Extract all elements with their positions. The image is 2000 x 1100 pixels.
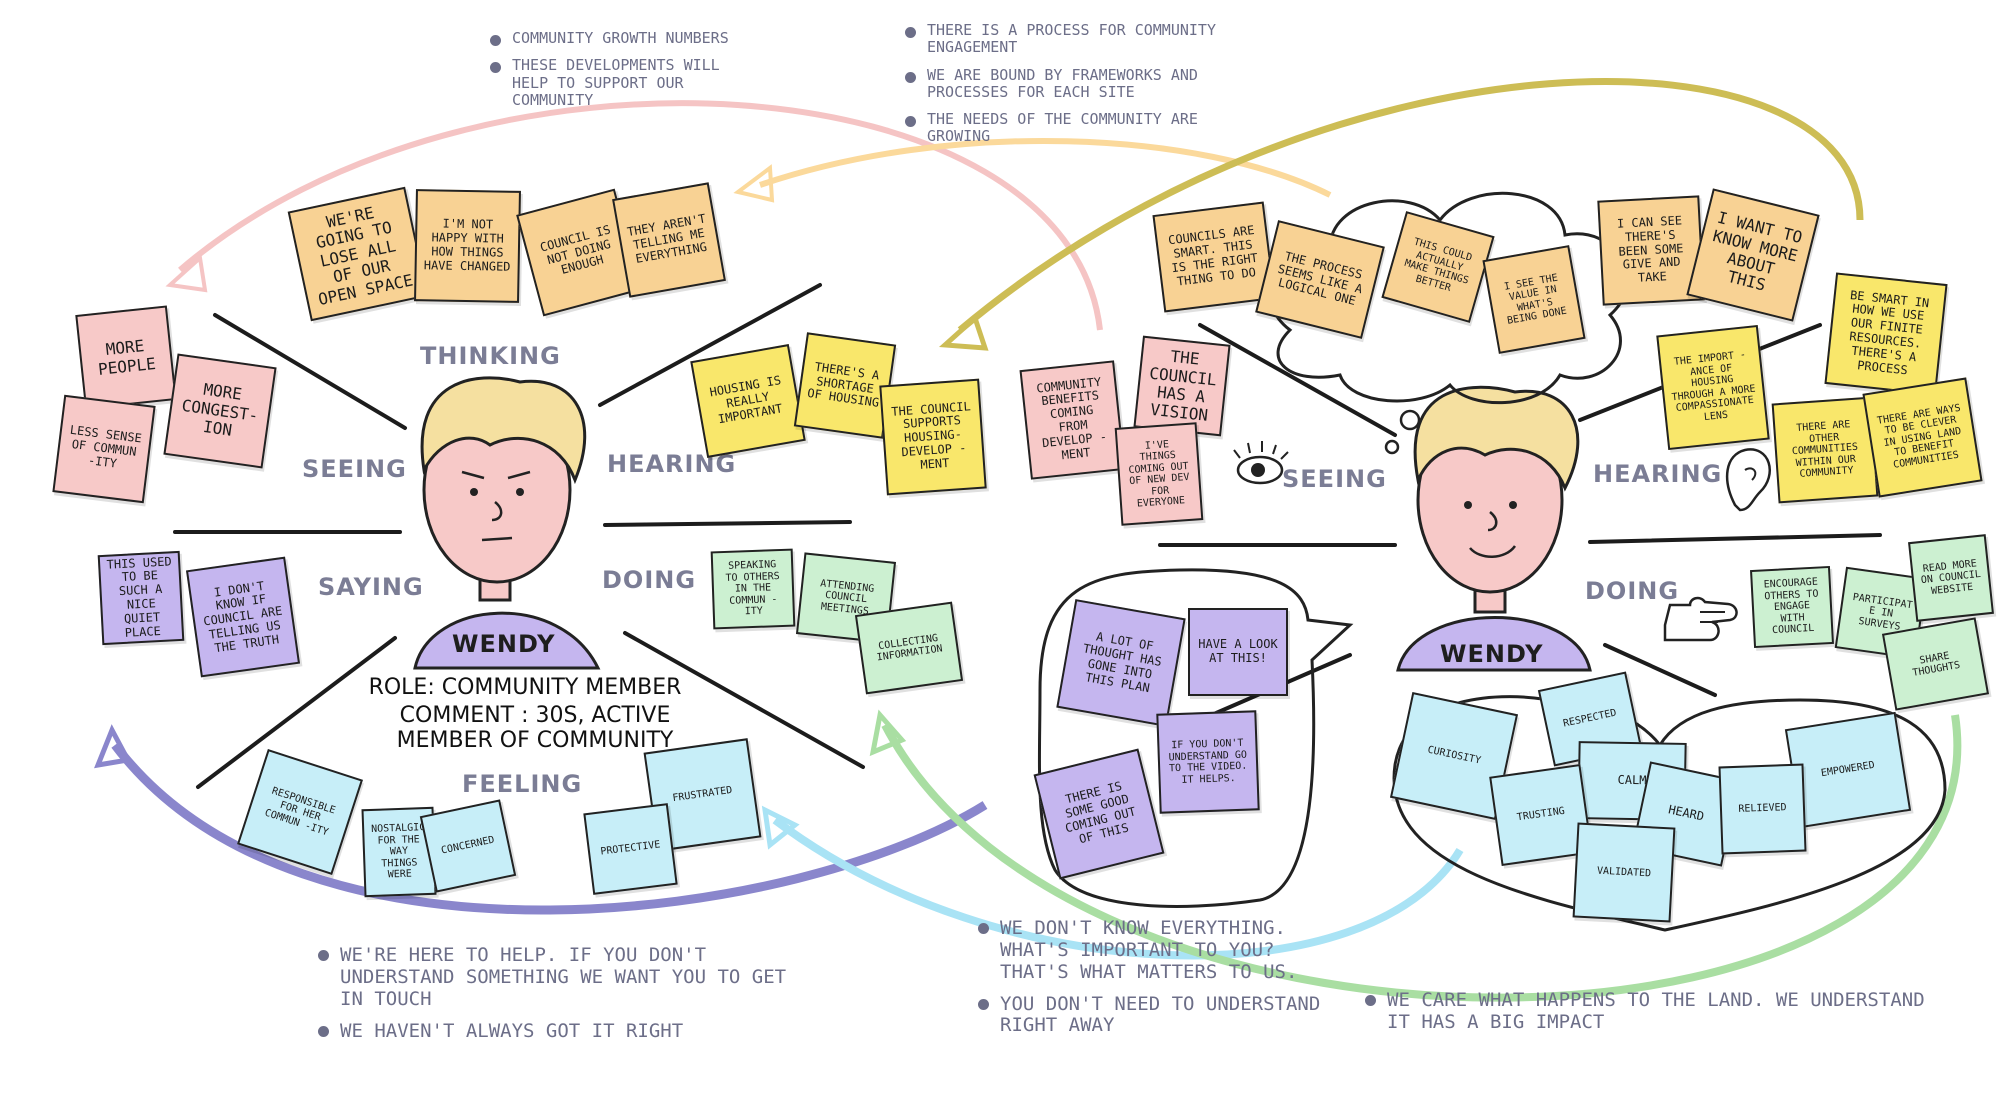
sticky-note: THE COUNCIL SUPPORTS HOUSING-DEVELOP -ME… <box>879 378 987 496</box>
sticky-note: VALIDATED <box>1572 822 1676 923</box>
purple-arrow <box>111 742 988 915</box>
sticky-note: THERE ARE OTHER COMMUNITIES WITHIN OUR C… <box>1771 396 1879 504</box>
label-doing: DOING <box>602 566 697 594</box>
thought-dot <box>1399 409 1421 431</box>
message-list-top-left: COMMUNITY GROWTH NUMBERS THESE DEVELOPME… <box>490 29 740 119</box>
label-hearing: HEARING <box>1593 460 1723 488</box>
sticky-note: HOUSING IS REALLY IMPORTANT <box>690 344 806 458</box>
sticky-note: MORE PEOPLE <box>75 305 177 410</box>
label-seeing: SEEING <box>302 455 407 483</box>
sticky-note: PROTECTIVE <box>583 803 678 895</box>
label-saying: SAYING <box>318 573 424 601</box>
sticky-note: THIS USED TO BE SUCH A NICE QUIET PLACE <box>97 550 185 646</box>
orange-arrowhead <box>733 164 775 203</box>
green-arrow <box>881 714 1962 1002</box>
label-thinking: THINKING <box>420 342 561 370</box>
sticky-note: I SEE THE VALUE IN WHAT'S BEING DONE <box>1482 245 1586 354</box>
lightblue-arrow <box>772 816 1464 960</box>
sticky-note: ENCOURAGE OTHERS TO ENGAGE WITH COUNCIL <box>1750 565 1834 649</box>
pink-arrowhead <box>165 254 208 293</box>
ear-icon <box>1725 448 1771 512</box>
label-doing: DOING <box>1585 577 1680 605</box>
purple-arrowhead <box>94 724 132 769</box>
message-item: THESE DEVELOPMENTS WILL HELP TO SUPPORT … <box>490 57 740 109</box>
sticky-note: SHARE THOUGHTS <box>1881 617 1990 711</box>
sticky-note: HAVE A LOOK AT THIS! <box>1188 608 1288 696</box>
sticky-note: I DON'T KNOW IF COUNCIL ARE TELLING US T… <box>185 556 301 678</box>
message-list-bottom-right: WE CARE WHAT HAPPENS TO THE LAND. WE UND… <box>1365 989 1925 1044</box>
message-list-top-center: THERE IS A PROCESS FOR COMMUNITY ENGAGEM… <box>905 21 1245 156</box>
sticky-note: A LOT OF THOUGHT HAS GONE INTO THIS PLAN <box>1056 599 1186 727</box>
sticky-note: LESS SENSE OF COMMUN -ITY <box>52 394 156 504</box>
sticky-note: RELIEVED <box>1718 763 1807 855</box>
message-item: WE ARE BOUND BY FRAMEWORKS AND PROCESSES… <box>905 66 1245 102</box>
message-item: WE HAVEN'T ALWAYS GOT IT RIGHT <box>318 1020 788 1043</box>
sticky-note: THEY AREN'T TELLING ME EVERYTHING <box>612 182 726 298</box>
sticky-note: COUNCILS ARE SMART. THIS IS THE RIGHT TH… <box>1152 201 1276 313</box>
lightblue-arrowhead <box>761 805 800 850</box>
green-arrowhead <box>869 709 907 757</box>
sticky-note: I'VE THINGS COMING OUT OF NEW DEV FOR EV… <box>1114 422 1204 526</box>
sticky-note: IF YOU DON'T UNDERSTAND GO TO THE VIDEO.… <box>1156 710 1260 814</box>
thought-dot <box>1384 439 1400 455</box>
olive-arrow <box>957 78 1864 333</box>
message-item: THERE IS A PROCESS FOR COMMUNITY ENGAGEM… <box>905 21 1245 57</box>
persona-comment: COMMENT : 30s, ACTIVE MEMBER OF COMMUNIT… <box>396 703 674 754</box>
left-quadrant-lines <box>173 283 865 789</box>
label-seeing: SEEING <box>1282 465 1387 493</box>
message-item: COMMUNITY GROWTH NUMBERS <box>490 29 740 47</box>
message-list-bottom-left: WE'RE HERE TO HELP. IF YOU DON'T UNDERST… <box>318 944 788 1052</box>
persona-name: WENDY <box>452 630 556 658</box>
message-item: YOU DON'T NEED TO UNDERSTAND RIGHT AWAY <box>978 993 1338 1038</box>
hand-icon <box>1663 596 1738 642</box>
sticky-note: I'M NOT HAPPY WITH HOW THINGS HAVE CHANG… <box>414 189 521 303</box>
message-list-bottom-center: WE DON'T KNOW EVERYTHING. WHAT'S IMPORTA… <box>978 917 1338 1047</box>
left-persona-illustration <box>413 376 601 670</box>
pink-arrow <box>178 100 1103 331</box>
speech-bubble <box>1037 568 1354 908</box>
sticky-note: THE COUNCIL HAS A VISION <box>1133 335 1231 437</box>
sticky-note: BE SMART IN HOW WE USE OUR FINITE RESOUR… <box>1824 272 1948 396</box>
eye-icon <box>1233 441 1289 485</box>
sticky-note: MORE CONGEST-ION <box>163 353 277 469</box>
sticky-note: THERE ARE WAYS TO BE CLEVER IN USING LAN… <box>1862 377 1983 498</box>
message-item: WE DON'T KNOW EVERYTHING. WHAT'S IMPORTA… <box>978 917 1338 984</box>
message-item: THE NEEDS OF THE COMMUNITY ARE GROWING <box>905 110 1245 146</box>
right-persona-illustration <box>1396 385 1592 672</box>
orange-arrow <box>759 138 1332 198</box>
message-item: WE'RE HERE TO HELP. IF YOU DON'T UNDERST… <box>318 944 788 1011</box>
message-item: WE CARE WHAT HAPPENS TO THE LAND. WE UND… <box>1365 989 1925 1034</box>
persona-role: ROLE: COMMUNITY MEMBER <box>368 675 682 700</box>
sticky-note: SPEAKING TO OTHERS IN THE COMMUN -ITY <box>710 548 796 630</box>
sticky-note: THE IMPORT -ANCE OF HOUSING THROUGH A MO… <box>1656 324 1770 451</box>
label-feeling: FEELING <box>462 770 583 798</box>
olive-arrowhead <box>938 313 989 351</box>
sticky-note: COMMUNITY BENEFITS COMING FROM DEVELOP -… <box>1019 360 1126 480</box>
sticky-note: COLLECTING INFORMATION <box>854 601 964 695</box>
sticky-note: READ MORE ON COUNCIL WEBSITE <box>1908 534 1994 622</box>
sticky-note: CONCERNED <box>419 799 517 893</box>
persona-name: WENDY <box>1440 640 1544 668</box>
